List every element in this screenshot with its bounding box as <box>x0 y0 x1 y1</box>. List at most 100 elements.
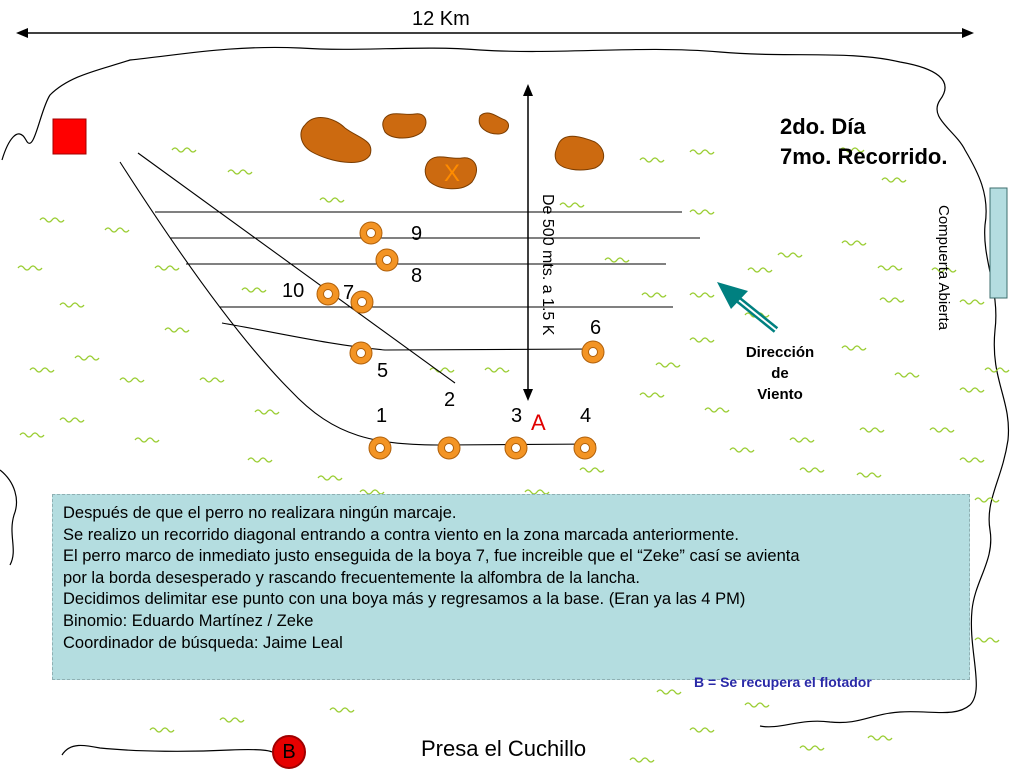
grass-mark <box>629 757 655 763</box>
buoy-ring <box>349 341 373 365</box>
buoy-ring <box>368 436 392 460</box>
grass-mark <box>856 472 882 478</box>
buoy-ring <box>350 290 374 314</box>
grass-mark <box>729 447 755 453</box>
grass-mark <box>154 265 180 271</box>
grass-mark <box>655 362 681 368</box>
grass-mark <box>119 377 145 383</box>
grass-mark <box>799 745 825 751</box>
grass-mark <box>879 297 905 303</box>
grass-mark <box>199 377 225 383</box>
buoy-label: 7 <box>343 282 355 304</box>
grass-mark <box>254 409 280 415</box>
buoys <box>316 221 605 460</box>
target-x-marker: X <box>444 160 461 187</box>
start-point-marker <box>52 118 87 155</box>
grass-mark <box>29 367 55 373</box>
rock <box>300 117 372 163</box>
grass-mark <box>59 302 85 308</box>
grass-mark <box>974 497 1000 503</box>
note-line: Binomio: Eduardo Martínez / Zeke <box>63 611 314 630</box>
shoreline-left-lower <box>0 469 18 566</box>
grass-mark <box>484 367 510 373</box>
buoy-label: 3 <box>511 405 523 427</box>
grass-mark <box>639 157 665 163</box>
grass-mark <box>777 252 803 258</box>
gate-marker <box>989 187 1008 299</box>
grass-mark <box>317 475 343 481</box>
grass-mark <box>841 345 867 351</box>
grass-mark <box>17 265 43 271</box>
grass-mark <box>639 392 665 398</box>
buoy-label: 10 <box>282 280 305 302</box>
scale-label: 12 Km <box>412 8 470 30</box>
rock <box>382 113 427 139</box>
distance-label: De 500 mts. a 1.5 K <box>539 194 556 336</box>
buoy-label: 2 <box>444 389 456 411</box>
grass-mark <box>689 149 715 155</box>
distance-arrow <box>523 84 533 401</box>
grass-mark <box>164 327 190 333</box>
grass-mark <box>171 147 197 153</box>
buoy-ring <box>573 436 597 460</box>
grass-mark <box>929 427 955 433</box>
point-b-marker: B <box>272 735 306 769</box>
rock <box>478 112 509 135</box>
grass-mark <box>859 427 885 433</box>
rock <box>424 156 477 190</box>
grass-mark <box>39 217 65 223</box>
grass-mark <box>959 457 985 463</box>
buoy-label: 8 <box>411 265 423 287</box>
buoy-ring <box>504 436 528 460</box>
grass-mark <box>559 202 585 208</box>
grass-mark <box>604 257 630 263</box>
buoy-label: 1 <box>376 405 388 427</box>
rock-formations <box>300 112 605 190</box>
recover-note: B = Se recupera el flotador <box>694 674 872 690</box>
grass-mark <box>959 387 985 393</box>
grass-mark <box>104 227 130 233</box>
grass-mark <box>149 727 175 733</box>
title-run: 7mo. Recorrido. <box>780 144 948 169</box>
grass-mark <box>227 169 253 175</box>
grass-mark <box>319 197 345 203</box>
grass-mark <box>799 467 825 473</box>
buoy-ring <box>375 248 399 272</box>
grass-mark <box>689 209 715 215</box>
grass-mark <box>744 702 770 708</box>
title-day: 2do. Día <box>780 114 866 139</box>
grass-mark <box>704 407 730 413</box>
note-line: Se realizo un recorrido diagonal entrand… <box>63 525 739 544</box>
note-line: Coordinador de búsqueda: Jaime Leal <box>63 633 343 652</box>
buoy-label: 5 <box>377 360 389 382</box>
grass-mark <box>867 735 893 741</box>
grass-mark <box>579 467 605 473</box>
grass-mark <box>881 177 907 183</box>
grass-mark <box>524 489 550 495</box>
grass-mark <box>74 355 100 361</box>
grass-mark <box>959 299 985 305</box>
grass-mark <box>59 417 85 423</box>
buoy-label: 4 <box>580 405 592 427</box>
note-line: Decidimos delimitar ese punto con una bo… <box>63 590 746 609</box>
point-a-marker: A <box>531 410 546 435</box>
search-notes-box: Después de que el perro no realizara nin… <box>52 494 970 680</box>
grass-mark <box>689 727 715 733</box>
gate-label: Compuerta Abierta <box>935 205 952 331</box>
shoreline-bottom-left <box>61 744 273 756</box>
grass-mark <box>689 292 715 298</box>
grass-mark <box>984 367 1010 373</box>
buoy-ring <box>316 282 340 306</box>
grass-mark <box>134 437 160 443</box>
grass-mark <box>329 707 355 713</box>
search-lines <box>119 152 700 446</box>
grass-mark <box>747 267 773 273</box>
wind-label-line: Dirección <box>745 344 815 361</box>
note-line: Después de que el perro no realizara nin… <box>63 504 457 522</box>
grass-mark <box>656 689 682 695</box>
note-line: por la borda desesperado y rascando frec… <box>63 568 640 587</box>
vegetation-marks <box>17 147 1010 763</box>
shoreline <box>1 46 1010 728</box>
grass-mark <box>241 287 267 293</box>
